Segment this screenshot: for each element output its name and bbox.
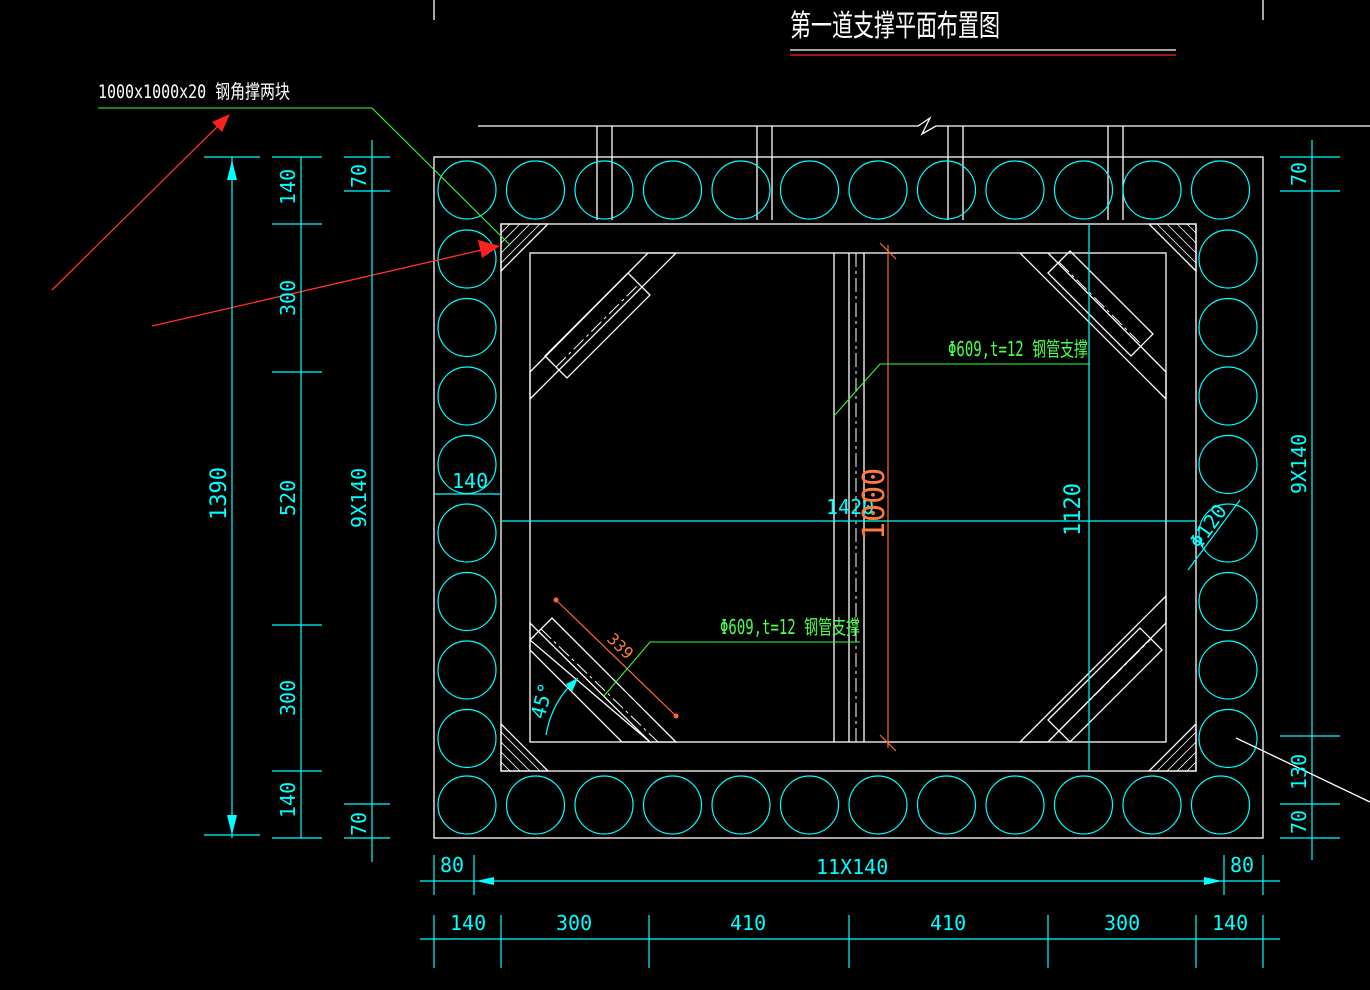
pile-bottom-11 — [1190, 775, 1251, 835]
pile-left-2 — [437, 366, 497, 426]
dim-bottom-80-right: 80 — [1230, 853, 1254, 877]
main-strut — [833, 253, 865, 742]
pile-top-4 — [711, 160, 771, 220]
dim-right-130: 130 — [1287, 754, 1311, 790]
pile-left-4 — [437, 503, 497, 563]
pile-top-3 — [642, 160, 703, 220]
pile-top-6 — [848, 160, 908, 220]
pile-bottom-6 — [848, 775, 908, 835]
drawing-title: 第一道支撑平面布置图 — [790, 9, 1000, 44]
pile-top-1 — [505, 160, 566, 220]
pile-left-7 — [437, 708, 497, 769]
leader-lines — [98, 107, 1090, 697]
dim-left-9x140: 9X140 — [347, 468, 371, 528]
pile-top-8 — [985, 160, 1045, 220]
pile-right-0 — [1198, 229, 1258, 289]
outer-frame — [433, 156, 1264, 839]
pile-left-6 — [437, 640, 497, 700]
arrow-head-2 — [478, 240, 500, 258]
dim-bottom-80-left: 80 — [440, 853, 464, 877]
dim-bottom-300-right: 300 — [1104, 911, 1140, 935]
dim-bottom-140-right: 140 — [1212, 911, 1248, 935]
label-pile-dia: Φ120 — [1184, 500, 1231, 553]
dim-bottom-410-right: 410 — [930, 911, 966, 935]
pile-bottom-5 — [779, 775, 840, 835]
pile-bottom-1 — [505, 775, 566, 835]
label-corner-plate: 1000x1000x20 钢角撑两块 — [98, 81, 290, 103]
pile-bottom-4 — [711, 775, 771, 835]
pile-top-9 — [1053, 160, 1114, 220]
dim-left-70-bottom: 70 — [347, 812, 371, 836]
pile-bottom-9 — [1053, 775, 1114, 835]
pile-bottom-0 — [437, 775, 497, 835]
label-red-vertical: 1000 — [857, 468, 892, 540]
dim-inner-140: 140 — [452, 469, 488, 493]
dim-bottom-11x140: 11X140 — [816, 855, 888, 879]
pile-right-3 — [1198, 434, 1258, 495]
title-block: 第一道支撑平面布置图 — [790, 9, 1176, 56]
left-dimensions — [204, 140, 390, 862]
dim-left-70-top: 70 — [347, 164, 371, 188]
pile-top-7 — [916, 160, 977, 220]
red-arrows — [51, 114, 500, 327]
pile-top-0 — [437, 160, 497, 220]
pile-row-group — [437, 160, 1258, 835]
excavation-pit — [529, 252, 1167, 743]
dim-bottom-410-left: 410 — [730, 911, 766, 935]
dim-inner-1420: 1420 — [826, 495, 874, 519]
pile-left-1 — [437, 297, 497, 358]
dim-bottom-140-left: 140 — [450, 911, 486, 935]
dim-left-1390: 1390 — [207, 467, 232, 520]
angle-arrow — [566, 678, 578, 692]
pile-right-6 — [1198, 640, 1258, 700]
pile-top-5 — [779, 160, 840, 220]
dim-left-300-bottom: 300 — [276, 680, 300, 716]
dim-left-520: 520 — [276, 480, 300, 516]
pile-right-5 — [1198, 571, 1258, 632]
bottom-dimensions — [420, 855, 1280, 968]
pile-right-7 — [1198, 708, 1258, 769]
pile-top-11 — [1190, 160, 1251, 220]
pile-left-0 — [437, 229, 497, 289]
pile-top-2 — [574, 160, 634, 220]
pile-bottom-10 — [1122, 775, 1182, 835]
label-steel-pipe-1: Φ609,t=12 钢管支撑 — [948, 337, 1088, 361]
dim-inner-1120: 1120 — [1061, 483, 1086, 536]
right-dimensions — [1235, 140, 1370, 860]
pile-left-5 — [437, 571, 497, 632]
orange-dimensions — [553, 242, 897, 752]
pile-bottom-8 — [985, 775, 1045, 835]
pile-bottom-2 — [574, 775, 634, 835]
dim-left-300-top: 300 — [276, 280, 300, 316]
dim-left-140-bottom: 140 — [276, 782, 300, 818]
pile-top-10 — [1122, 160, 1182, 220]
capping-beam-inner — [500, 223, 1197, 772]
dim-right-70-top: 70 — [1287, 162, 1311, 186]
arrow-head-1 — [212, 114, 230, 132]
dim-left-140-top: 140 — [276, 169, 300, 205]
dim-right-9x140: 9X140 — [1287, 434, 1311, 494]
pile-right-2 — [1198, 366, 1258, 426]
corner-plates — [500, 223, 1197, 772]
dim-right-70-bottom: 70 — [1287, 810, 1311, 834]
pile-bottom-3 — [642, 775, 703, 835]
pile-right-1 — [1198, 297, 1258, 358]
label-steel-pipe-2: Φ609,t=12 钢管支撑 — [720, 615, 860, 639]
pile-bottom-7 — [916, 775, 977, 835]
label-diag-length: 339 — [603, 629, 637, 663]
corner-struts — [529, 250, 1167, 743]
interior-dimensions — [434, 224, 1241, 771]
dim-bottom-300-left: 300 — [556, 911, 592, 935]
pile-right-4 — [1198, 503, 1258, 563]
top-section-line — [478, 116, 1370, 220]
